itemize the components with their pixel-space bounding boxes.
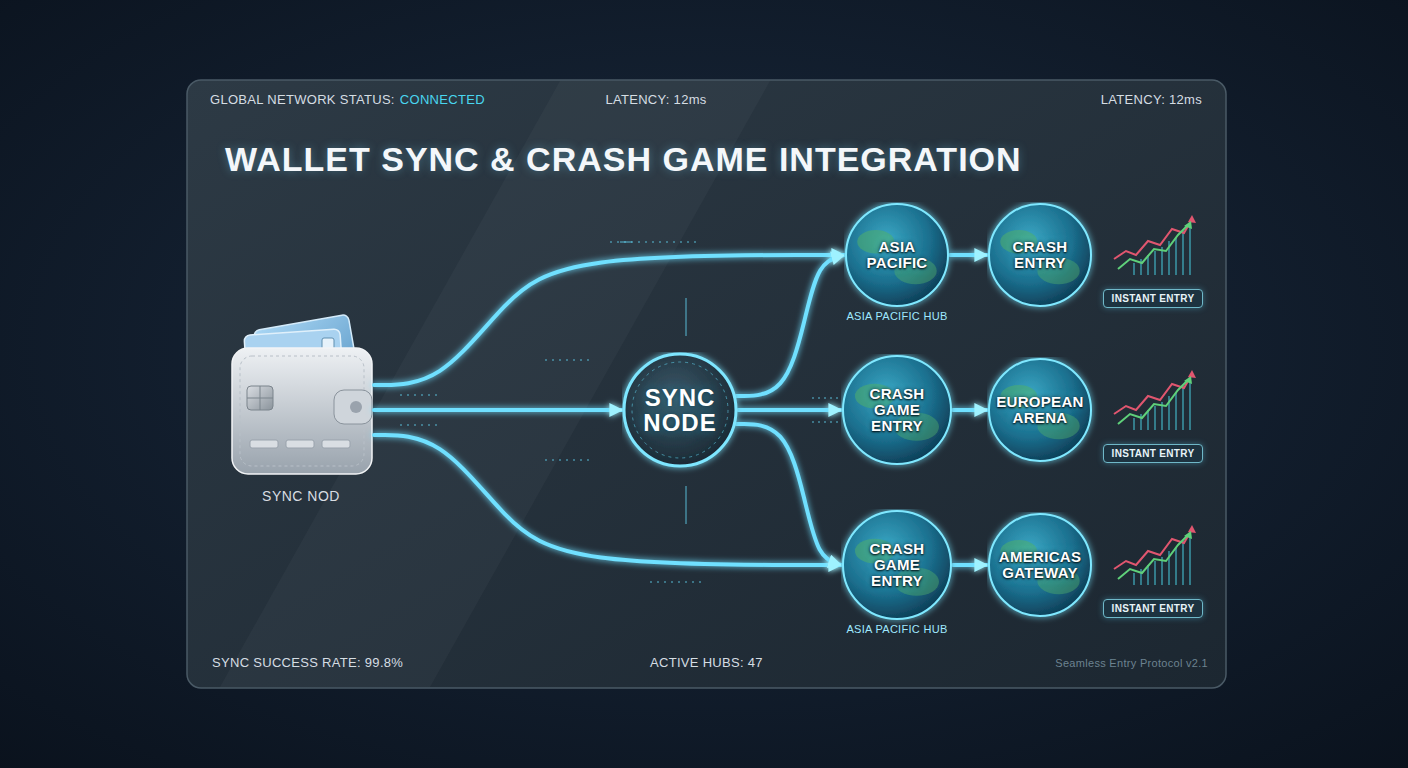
status-label: SYNC SUCCESS RATE: 99.8% bbox=[212, 655, 403, 670]
label-slot: SYNC SUCCESS RATE: 99.8% bbox=[212, 655, 403, 670]
wallet-area bbox=[228, 340, 374, 480]
disc-text: CRASH GAME ENTRY bbox=[853, 541, 941, 588]
label-slot: LATENCY: 12ms bbox=[605, 92, 706, 107]
disc-holder: SYNC NODE bbox=[622, 352, 738, 468]
badge-label: INSTANT ENTRY bbox=[1112, 293, 1195, 304]
flow-connector bbox=[950, 253, 987, 257]
wallet-node: SYNC NOD bbox=[222, 340, 380, 504]
region-globe: EUROPEAN ARENA bbox=[960, 357, 1120, 463]
label-slot: LATENCY: 12ms bbox=[1101, 92, 1202, 107]
globe-label: EUROPEAN ARENA bbox=[996, 394, 1084, 426]
status-label: ACTIVE HUBS: 47 bbox=[650, 655, 763, 670]
growth-chart bbox=[1114, 215, 1196, 275]
chip bbox=[247, 386, 273, 410]
flow-connector bbox=[374, 255, 844, 385]
region-globe: CRASH GAME ENTRY ASIA PACIFIC HUB bbox=[817, 509, 977, 635]
label-slot: ACTIVE HUBS: 47 bbox=[650, 655, 763, 670]
disc-text: AMERICAS GATEWAY bbox=[996, 549, 1084, 581]
region-globe: ASIA PACIFIC ASIA PACIFIC HUB bbox=[817, 202, 977, 322]
glass-panel bbox=[187, 80, 1226, 688]
chip-line bbox=[260, 386, 261, 410]
hub-label: SYNC NODE bbox=[635, 385, 725, 435]
wallet-icon bbox=[232, 314, 372, 474]
title-slot: WALLET SYNC & CRASH GAME INTEGRATION bbox=[225, 140, 1022, 179]
sync-hub-circle: SYNC NODE bbox=[600, 352, 760, 468]
badge-label: INSTANT ENTRY bbox=[1112, 448, 1195, 459]
disc-holder: CRASH GAME ENTRY bbox=[841, 354, 953, 466]
wallet-body bbox=[232, 348, 372, 474]
disc-text: EUROPEAN ARENA bbox=[996, 394, 1084, 426]
hub-ring bbox=[632, 362, 728, 458]
globe-body bbox=[846, 204, 948, 306]
flow-connector bbox=[953, 563, 987, 567]
flow-connector bbox=[953, 408, 987, 412]
disc-holder: CRASH GAME ENTRY bbox=[841, 509, 953, 621]
clasp-button bbox=[350, 401, 362, 413]
region-globe: CRASH ENTRY bbox=[960, 202, 1120, 308]
wallet-clasp bbox=[334, 390, 372, 424]
status-label: LATENCY: 12ms bbox=[1101, 92, 1202, 107]
globe-label: ASIA PACIFIC bbox=[853, 239, 941, 271]
label-slot: GLOBAL NETWORK STATUS: bbox=[210, 92, 395, 107]
status-label: CONNECTED bbox=[400, 92, 485, 107]
hub-caption: ASIA PACIFIC HUB bbox=[846, 623, 947, 635]
card-slot bbox=[286, 440, 314, 448]
status-label: LATENCY: 12ms bbox=[605, 92, 706, 107]
status-label: GLOBAL NETWORK STATUS: bbox=[210, 92, 395, 107]
globe-body bbox=[989, 204, 1091, 306]
entry-badge: INSTANT ENTRY bbox=[1103, 444, 1204, 463]
region-globe: CRASH GAME ENTRY bbox=[817, 354, 977, 466]
globe-body bbox=[989, 359, 1091, 461]
flow-connector bbox=[374, 408, 622, 412]
growth-chart bbox=[1114, 525, 1196, 585]
diagram-title: WALLET SYNC & CRASH GAME INTEGRATION bbox=[225, 140, 1022, 179]
globe-label: CRASH GAME ENTRY bbox=[853, 386, 941, 433]
card-slot bbox=[250, 440, 278, 448]
region-globe: AMERICAS GATEWAY bbox=[960, 512, 1120, 618]
flow-connector bbox=[736, 424, 841, 565]
flow-connector bbox=[736, 255, 844, 396]
label-slot: Seamless Entry Protocol v2.1 bbox=[1055, 657, 1208, 669]
globe-label: CRASH ENTRY bbox=[996, 239, 1084, 271]
disc-holder: EUROPEAN ARENA bbox=[987, 357, 1093, 463]
disc-text: CRASH GAME ENTRY bbox=[853, 386, 941, 433]
hub-caption: ASIA PACIFIC HUB bbox=[846, 310, 947, 322]
status-label: Seamless Entry Protocol v2.1 bbox=[1055, 657, 1208, 669]
globe-label: AMERICAS GATEWAY bbox=[996, 549, 1084, 581]
label-underline bbox=[245, 481, 355, 483]
entry-badge: INSTANT ENTRY bbox=[1103, 599, 1204, 618]
globe-body bbox=[843, 511, 951, 619]
globe-label: CRASH GAME ENTRY bbox=[853, 541, 941, 588]
growth-chart bbox=[1114, 370, 1196, 430]
flow-connector bbox=[738, 408, 841, 412]
wallet-label: SYNC NOD bbox=[262, 488, 340, 504]
hub-body bbox=[624, 354, 736, 466]
disc-text: SYNC NODE bbox=[635, 385, 725, 435]
label-slot: CONNECTED bbox=[400, 92, 485, 107]
globe-body bbox=[843, 356, 951, 464]
badge-label: INSTANT ENTRY bbox=[1112, 603, 1195, 614]
card-slot bbox=[322, 440, 350, 448]
title-underline bbox=[470, 185, 920, 187]
entry-badge: INSTANT ENTRY bbox=[1103, 289, 1204, 308]
disc-holder: CRASH ENTRY bbox=[987, 202, 1093, 308]
flow-connector bbox=[374, 435, 841, 565]
disc-text: CRASH ENTRY bbox=[996, 239, 1084, 271]
globe-body bbox=[989, 514, 1091, 616]
disc-holder: ASIA PACIFIC bbox=[844, 202, 950, 308]
disc-holder: AMERICAS GATEWAY bbox=[987, 512, 1093, 618]
disc-text: ASIA PACIFIC bbox=[853, 239, 941, 271]
